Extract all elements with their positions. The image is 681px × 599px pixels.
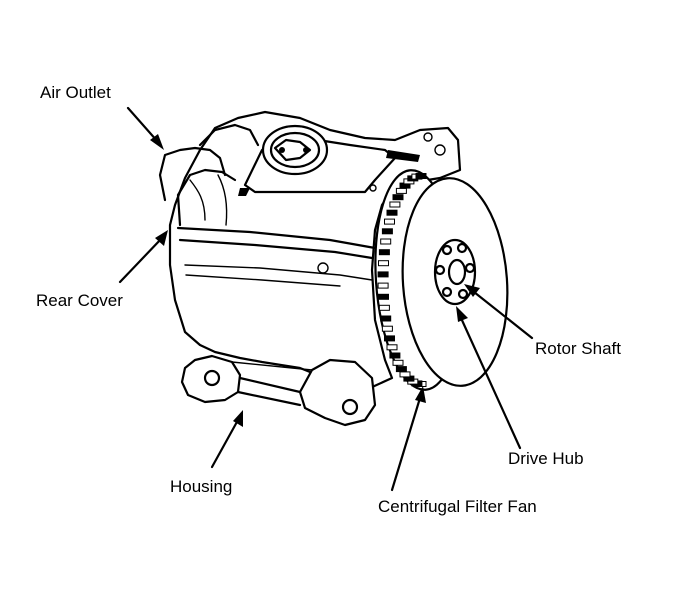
fan-fin <box>392 359 404 366</box>
fan-fin <box>378 293 389 300</box>
label-drive-hub: Drive Hub <box>508 449 584 468</box>
fan-fin <box>378 304 390 311</box>
label-housing: Housing <box>170 477 233 496</box>
label-rear-cover: Rear Cover <box>36 291 123 310</box>
label-rotor-shaft: Rotor Shaft <box>535 339 621 358</box>
fan-fin <box>377 282 389 289</box>
fan-fin <box>380 238 392 245</box>
fan-fin <box>395 366 407 373</box>
fan-fin <box>384 335 395 342</box>
fan-fin <box>389 201 401 208</box>
fan-fin <box>384 218 395 225</box>
label-air-outlet: Air Outlet <box>40 83 111 102</box>
fan-fin <box>380 315 392 322</box>
fan-fin <box>399 371 411 378</box>
pump-housing-drawing <box>158 110 462 427</box>
fan-fin <box>386 344 398 351</box>
fan-fin <box>381 228 393 235</box>
fan-fin <box>378 260 389 267</box>
fan-fin <box>415 173 427 179</box>
fan-fin <box>386 209 398 216</box>
fan-fin <box>377 271 389 278</box>
fan-fin <box>381 325 393 332</box>
top-cap-drawing <box>261 124 329 176</box>
leader-arrows <box>118 106 534 492</box>
fan-fin <box>395 187 407 194</box>
front-disk-drawing <box>401 177 509 387</box>
fan-fin <box>389 352 401 359</box>
label-centrifugal-filter-fan: Centrifugal Filter Fan <box>378 497 537 516</box>
fan-fin <box>392 194 404 201</box>
fan-fin <box>378 249 390 256</box>
